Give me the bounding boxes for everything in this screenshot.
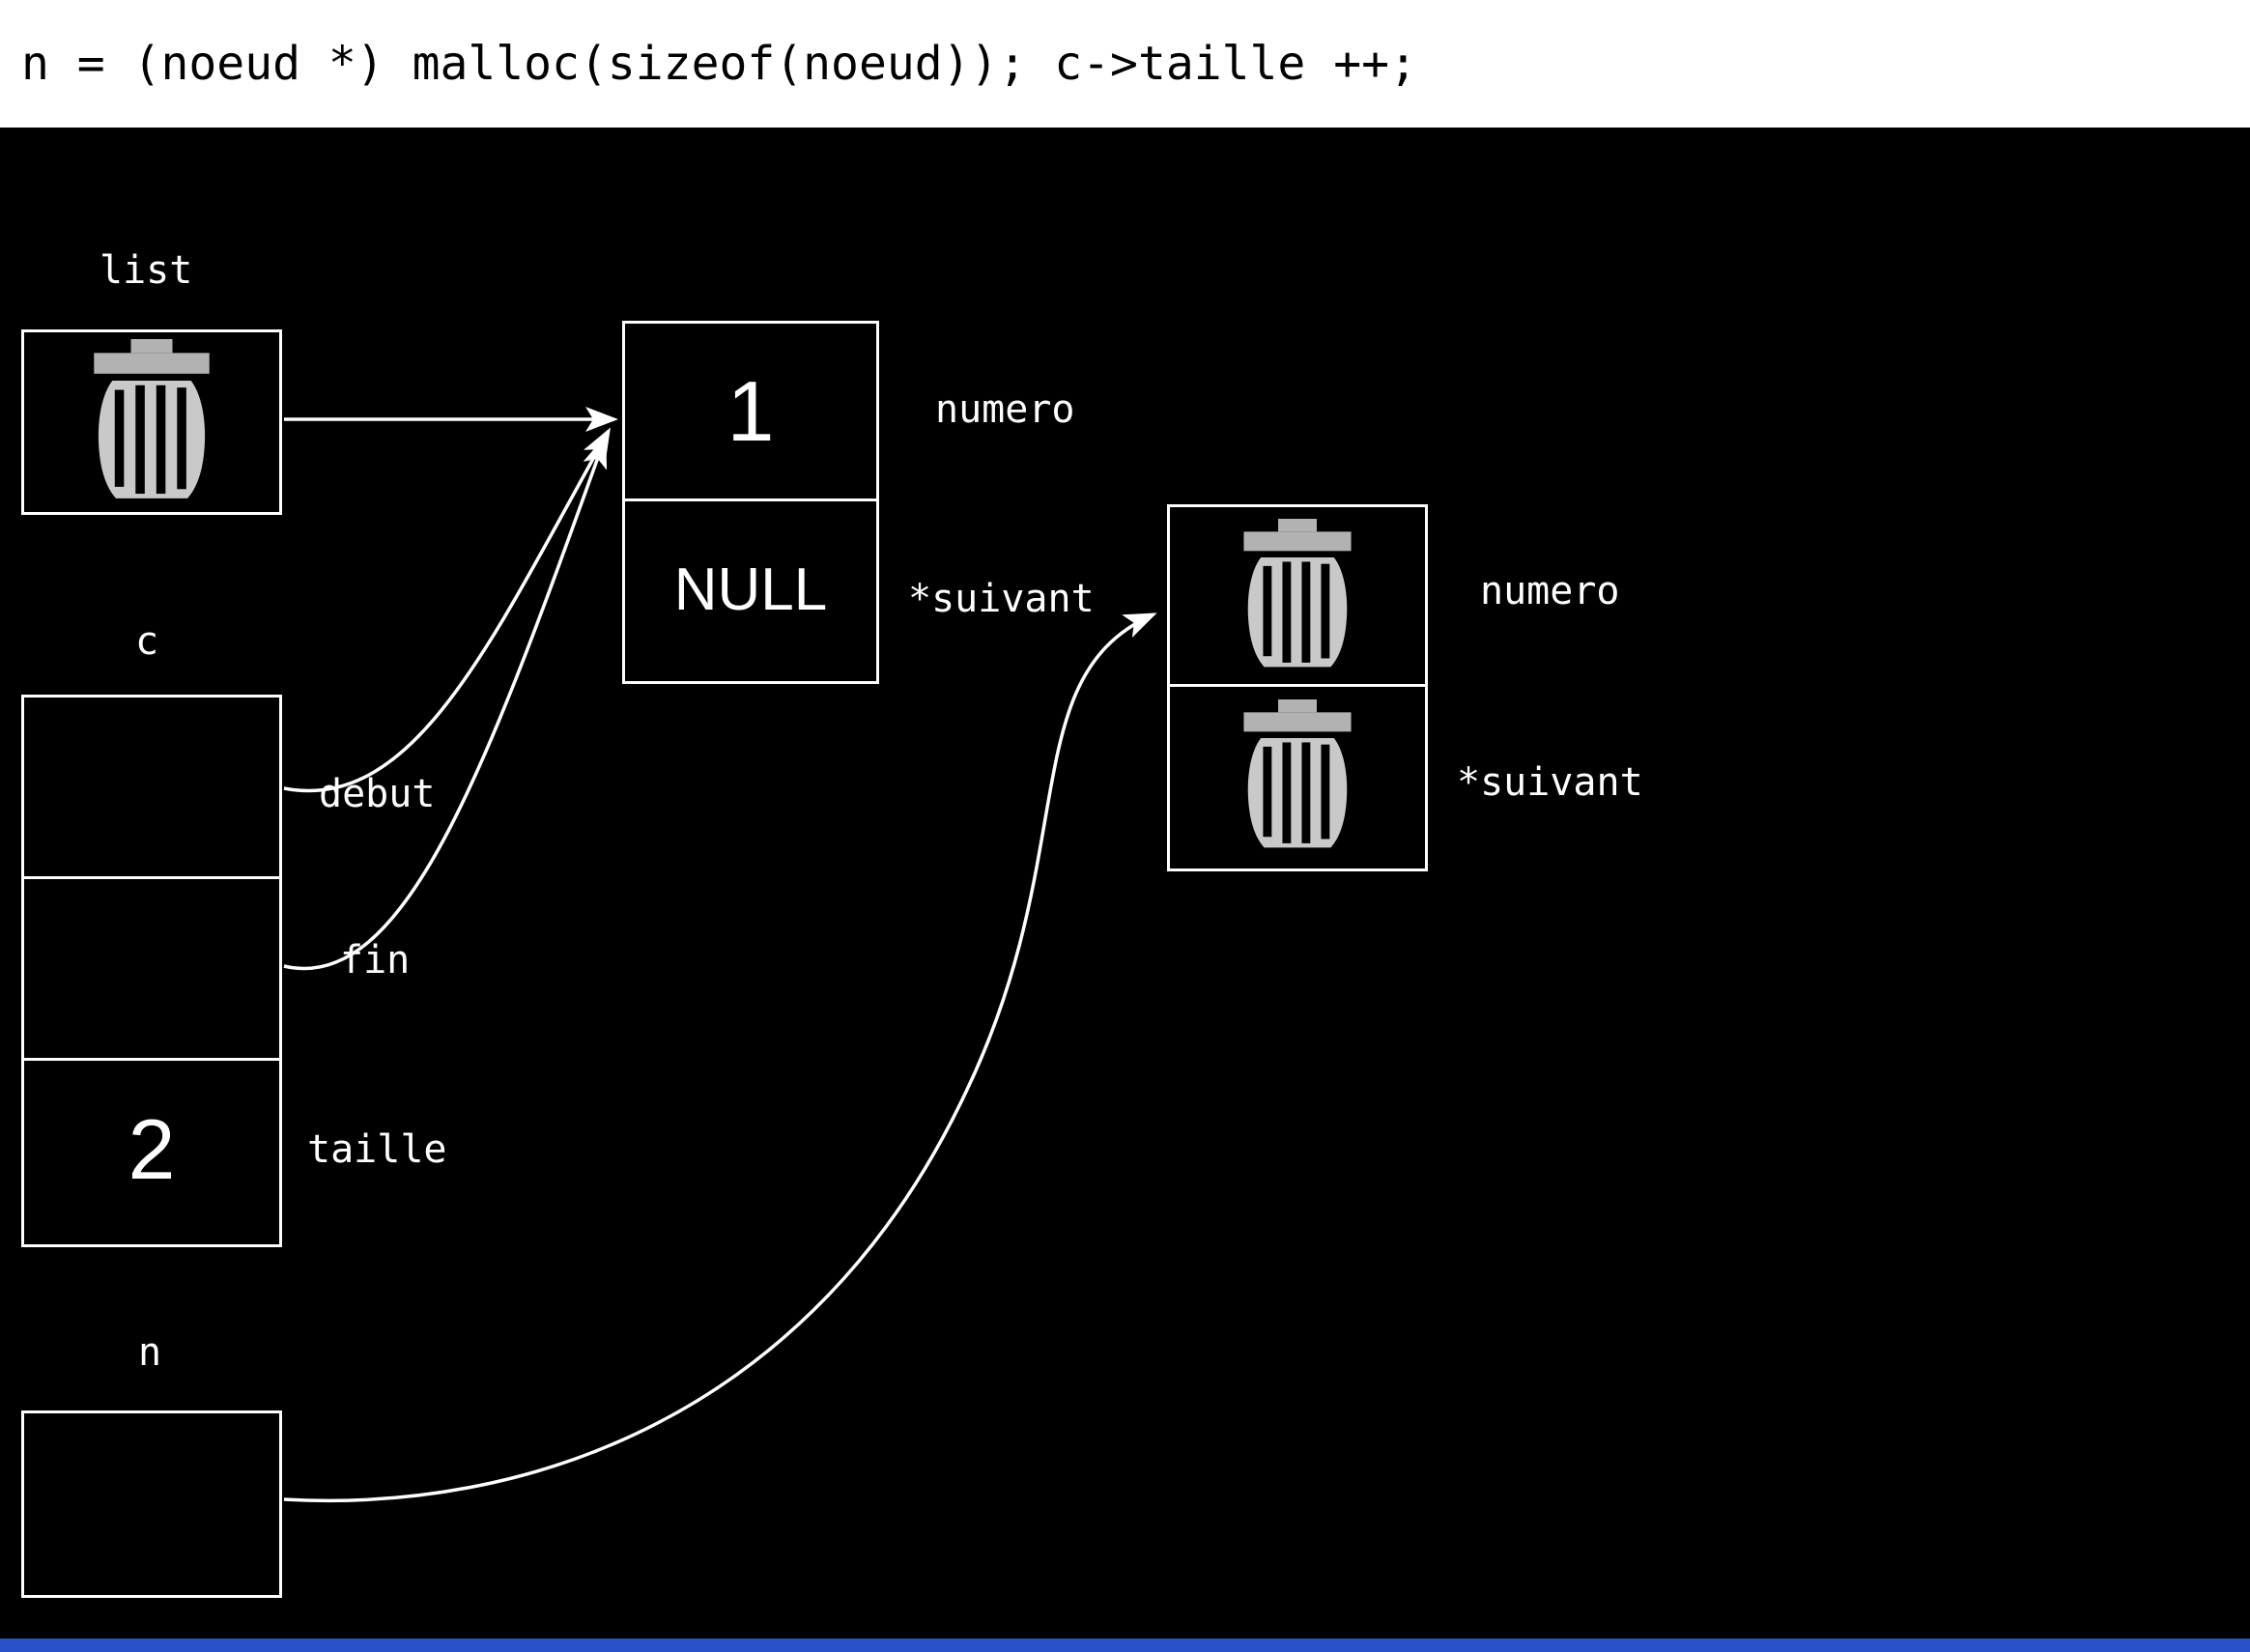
trash-can-glyph bbox=[1243, 698, 1352, 847]
arrow-debut-to-node1 bbox=[283, 427, 611, 793]
n-pointer-box bbox=[21, 1410, 282, 1598]
c-struct-label: c bbox=[135, 619, 159, 664]
trash-icon bbox=[1233, 518, 1362, 673]
node1-suivant-cell: NULL bbox=[625, 501, 876, 678]
node2-numero-label: numero bbox=[1480, 569, 1620, 613]
node1-suivant-value: NULL bbox=[673, 556, 828, 623]
c-debut-label: debut bbox=[319, 772, 436, 816]
node2-box bbox=[1167, 504, 1428, 871]
trash-icon bbox=[1233, 698, 1362, 854]
node2-numero-cell bbox=[1170, 507, 1425, 687]
node2-suivant-cell bbox=[1170, 687, 1425, 866]
c-fin-cell bbox=[24, 879, 279, 1061]
node1-numero-label: numero bbox=[935, 387, 1075, 432]
c-struct-box: 2 bbox=[21, 695, 282, 1247]
bottom-bar bbox=[0, 1638, 2250, 1652]
trash-icon bbox=[81, 339, 222, 505]
node1-suivant-label: *suivant bbox=[908, 577, 1095, 621]
list-pointer-box bbox=[21, 329, 282, 515]
node1-numero-value: 1 bbox=[726, 362, 775, 459]
node1-numero-cell: 1 bbox=[625, 324, 876, 501]
node1-box: 1 NULL bbox=[622, 321, 879, 684]
arrow-fin-to-node1 bbox=[283, 435, 608, 971]
c-taille-label: taille bbox=[307, 1127, 447, 1172]
c-fin-label: fin bbox=[340, 938, 411, 983]
trash-can-glyph bbox=[94, 339, 210, 498]
code-bar: n = (noeud *) malloc(sizeof(noeud)); c->… bbox=[0, 0, 2250, 128]
c-taille-value: 2 bbox=[128, 1101, 176, 1197]
n-pointer-label: n bbox=[138, 1330, 162, 1375]
node2-suivant-label: *suivant bbox=[1457, 760, 1643, 805]
c-debut-cell bbox=[24, 698, 279, 879]
arrow-n-to-node2 bbox=[283, 612, 1157, 1503]
trash-can-glyph bbox=[1243, 518, 1352, 667]
list-pointer-label: list bbox=[100, 248, 193, 293]
code-line: n = (noeud *) malloc(sizeof(noeud)); c->… bbox=[21, 37, 1417, 91]
c-taille-cell: 2 bbox=[24, 1061, 279, 1239]
